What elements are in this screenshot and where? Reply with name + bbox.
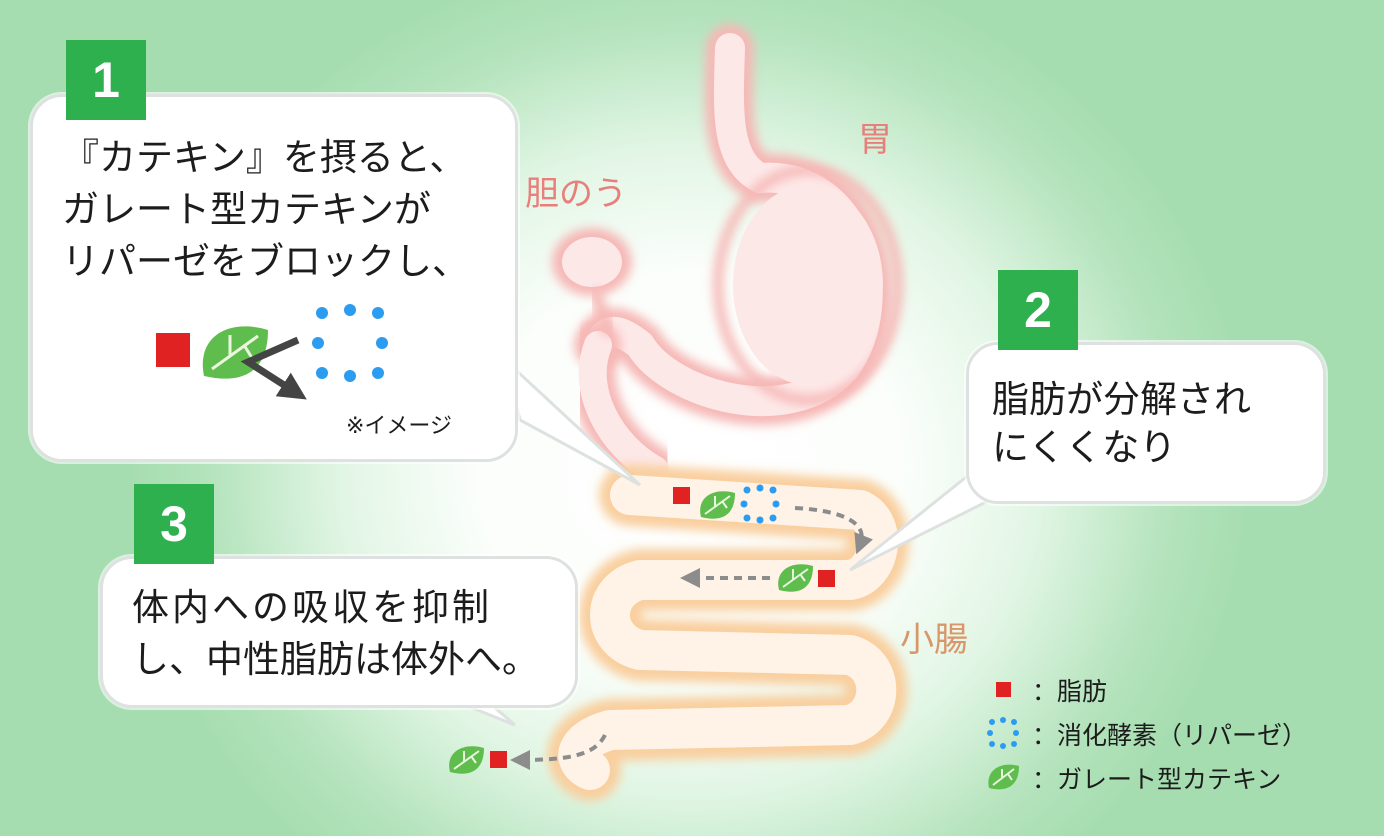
label-gallbladder: 胆のう — [525, 174, 627, 214]
step3-text-line2: し、中性脂肪は体外へ。 — [132, 638, 539, 681]
fat-icon — [156, 333, 190, 367]
step1-block-illustration — [156, 304, 388, 400]
legend-lipase-icon — [987, 717, 1019, 749]
step1-text-line2: ガレート型カテキンが — [62, 188, 431, 231]
small-intestine-shape — [547, 464, 909, 801]
flow-arrow-3 — [510, 734, 607, 770]
step1-badge: 1 — [66, 40, 146, 120]
label-small-intestine: 小腸 — [900, 620, 968, 660]
legend-catechin-icon — [988, 764, 1019, 790]
fat-icon — [490, 751, 507, 768]
fat-icon — [818, 570, 835, 587]
fat-icon — [673, 487, 690, 504]
step3-text-line1: 体内への吸収を抑制 — [132, 586, 492, 629]
lipase-enzyme-icon — [740, 484, 780, 524]
catechin-leaf-icon — [778, 564, 813, 592]
step1-text-line1: 『カテキン』を摂ると、 — [62, 136, 467, 179]
catechin-leaf-icon — [700, 491, 735, 519]
legend-lipase: ：消化酵素（リパーゼ） — [1032, 716, 1307, 752]
step1-text-line3: リパーゼをブロックし、 — [62, 240, 469, 283]
step1-bubble — [30, 94, 518, 462]
block-arrow — [240, 336, 307, 400]
legend-fat-label: ：脂肪 — [1032, 677, 1108, 706]
gallbladder-shape — [552, 228, 632, 337]
legend-fat: ：脂肪 — [1032, 672, 1107, 708]
lipase-enzyme-icon — [312, 304, 388, 382]
step3-badge: 3 — [134, 484, 214, 564]
legend-lipase-label: ：消化酵素（リパーゼ） — [1032, 721, 1308, 750]
step2-badge: 2 — [998, 270, 1078, 350]
legend-catechin: ：ガレート型カテキン — [1032, 760, 1281, 796]
catechin-leaf-icon — [449, 746, 484, 774]
step2-text-line2: にくくなり — [992, 426, 1177, 469]
step2-bubble — [966, 342, 1326, 504]
legend-catechin-label: ：ガレート型カテキン — [1032, 765, 1282, 794]
stomach-shape — [569, 24, 903, 493]
image-note: ※イメージ — [346, 414, 452, 439]
legend-fat-icon — [996, 682, 1011, 697]
step2-text-line1: 脂肪が分解され — [992, 378, 1251, 421]
step3-bubble — [100, 556, 578, 708]
label-stomach: 胃 — [858, 120, 892, 160]
